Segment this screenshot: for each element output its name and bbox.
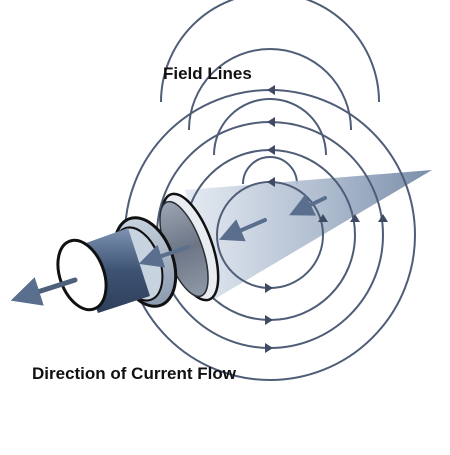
field-arrow [265, 315, 273, 325]
field-arrow [378, 214, 388, 222]
current-arrow [289, 193, 327, 216]
field-lines-label: Field Lines [163, 64, 252, 83]
field-line-ring-4-back [160, 0, 380, 103]
field-arrow [267, 85, 275, 95]
current-direction-label: Direction of Current Flow [32, 364, 236, 383]
field-arrow [267, 117, 275, 127]
field-line-rings-back [160, 0, 380, 185]
field-arrows-bottom [265, 283, 273, 353]
field-arrows-top [267, 85, 275, 187]
current-direction-arrow [10, 277, 78, 306]
field-arrow [318, 214, 328, 222]
field-arrows-right [318, 214, 388, 222]
field-line-ring-2-back [213, 98, 327, 156]
field-arrow [350, 214, 360, 222]
field-arrow [267, 177, 275, 187]
current-arrows-in-beam [218, 193, 327, 242]
field-arrow [265, 283, 273, 293]
current-arrow [138, 244, 190, 268]
field-arrow [265, 343, 273, 353]
light-cone [185, 170, 432, 300]
field-arrow [267, 145, 275, 155]
field-line-ring-1-back [242, 156, 298, 185]
field-line-ring-3-back [188, 48, 352, 131]
cable [10, 192, 220, 313]
current-arrow [218, 218, 267, 242]
